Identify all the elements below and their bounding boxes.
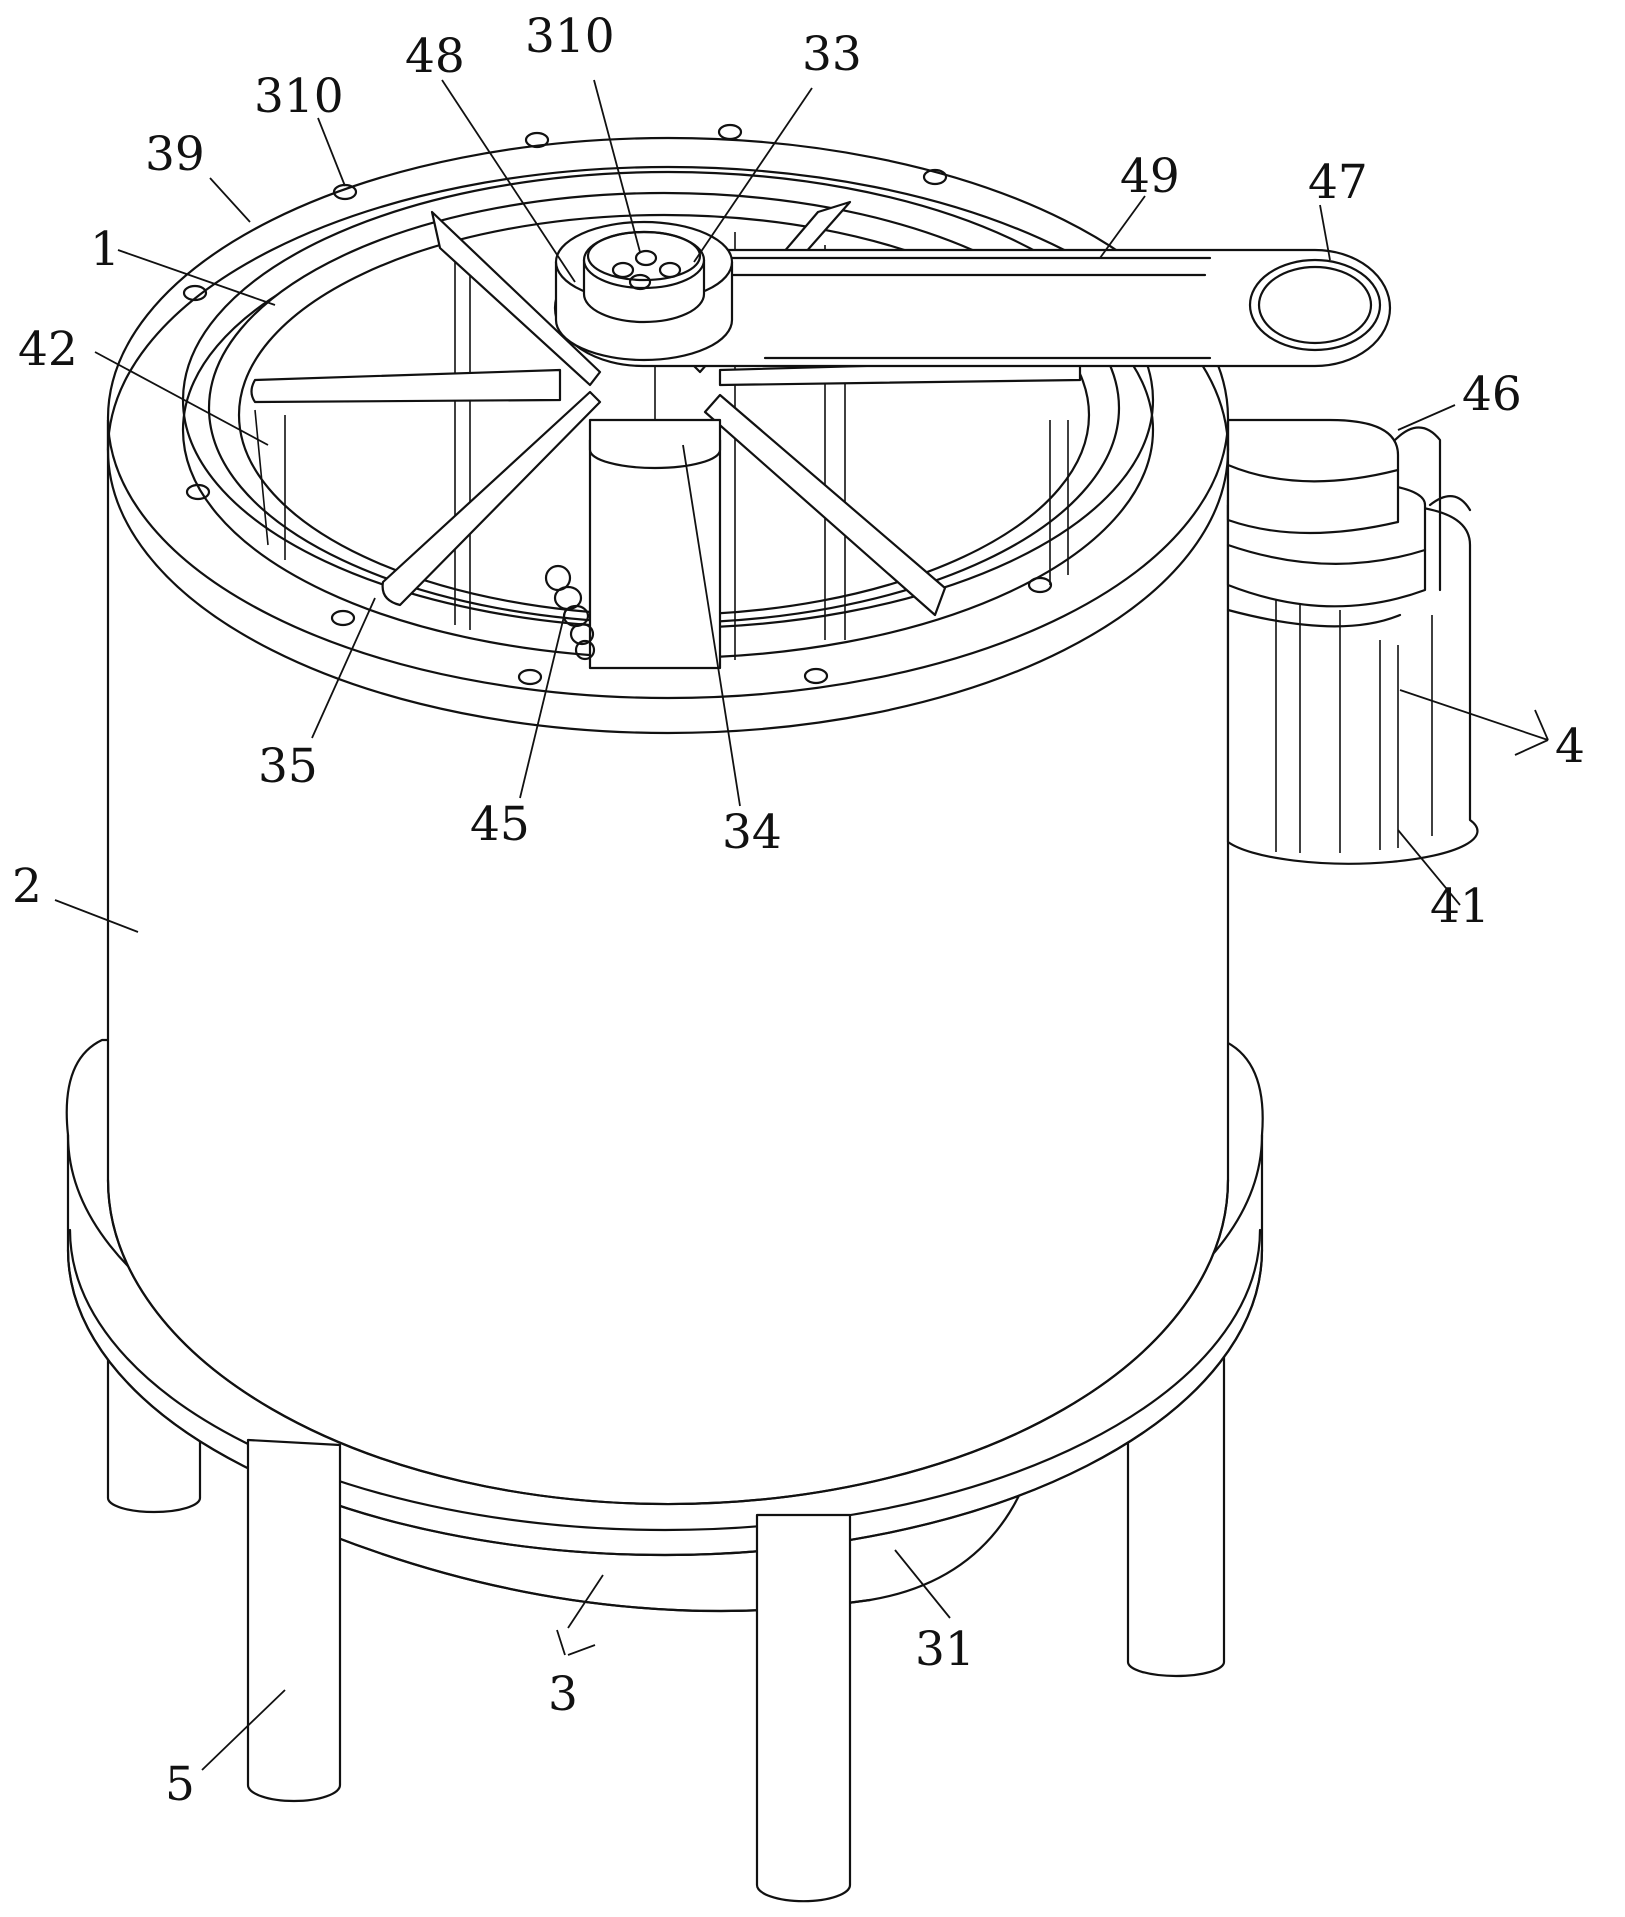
driven-pulley (554, 220, 734, 362)
label-35: 35 (258, 739, 318, 794)
label-49: 49 (1120, 149, 1180, 204)
rear-right-leg (1126, 1348, 1226, 1678)
label-34: 34 (722, 805, 782, 860)
label-39: 39 (145, 127, 205, 182)
front-left-leg (246, 1438, 342, 1803)
label-310-hub: 310 (525, 9, 615, 64)
leader-lines (54, 79, 1549, 1771)
label-1: 1 (90, 222, 120, 277)
label-47: 47 (1308, 155, 1368, 210)
label-2: 2 (12, 859, 42, 914)
label-46: 46 (1462, 367, 1522, 422)
central-shaft (588, 418, 722, 670)
label-3: 3 (548, 1667, 578, 1722)
label-33: 33 (802, 27, 862, 82)
flange-bolt-holes (182, 123, 1053, 686)
spring (544, 564, 596, 661)
label-48: 48 (405, 29, 465, 84)
main-tank-body (106, 418, 1230, 1506)
front-middle-leg (755, 1513, 852, 1903)
label-5: 5 (165, 1757, 195, 1812)
label-4: 4 (1555, 719, 1585, 774)
label-31: 31 (915, 1622, 975, 1677)
label-45: 45 (470, 797, 530, 852)
label-42: 42 (18, 322, 78, 377)
label-41: 41 (1430, 879, 1490, 934)
motor-assembly (1226, 418, 1479, 865)
hub-holes (611, 249, 682, 291)
reference-numerals: 310 310 48 33 39 49 47 1 42 46 35 45 34 … (12, 9, 1585, 1812)
label-310-flange: 310 (254, 69, 344, 124)
drive-pulley (1248, 258, 1382, 352)
